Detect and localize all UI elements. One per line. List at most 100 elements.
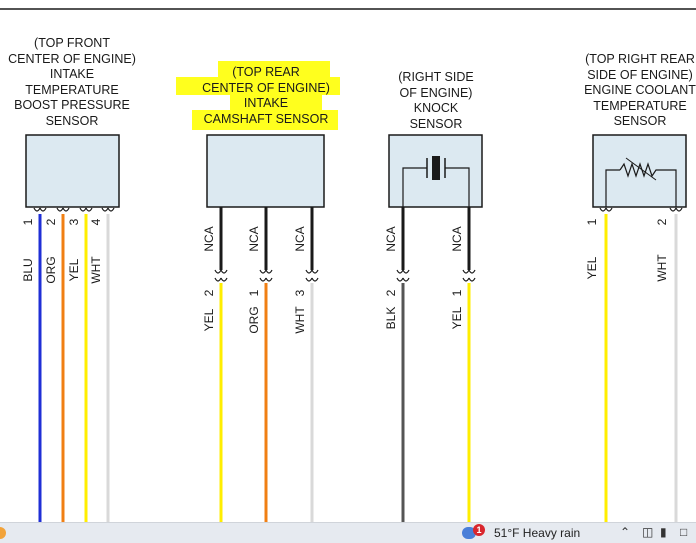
connector-arc <box>599 207 607 212</box>
weather-icon[interactable] <box>462 527 476 539</box>
title-line: TEMPERATURE <box>25 82 119 97</box>
title-highlight-3 <box>230 93 322 111</box>
title-line: INTAKE <box>49 67 95 81</box>
connector-camshaft-pin <box>259 277 273 282</box>
sensor-box-coolant <box>592 134 687 208</box>
wire-color-label: YEL <box>585 256 599 279</box>
sensor-title-camshaft: (TOP REAR CENTER OF ENGINE) INTAKE CAMSH… <box>186 65 346 127</box>
connector-arc <box>605 207 613 212</box>
title-line: SIDE OF ENGINE) <box>587 67 693 82</box>
pin-number: 2 <box>44 218 58 225</box>
connector-arc <box>402 269 410 274</box>
battery-icon[interactable]: ▮ <box>660 525 667 539</box>
title-highlight-1 <box>218 61 330 79</box>
connector-boost-pin <box>33 207 47 212</box>
title-line: BOOST PRESSURE <box>14 98 130 112</box>
connector-arc <box>107 207 115 212</box>
connector-arc <box>311 269 319 274</box>
connector-arc <box>402 277 410 282</box>
title-line: CENTER OF ENGINE) <box>202 80 330 95</box>
connector-arc <box>33 207 41 212</box>
connector-arc <box>462 277 470 282</box>
wire-color-label: BLU <box>21 258 35 281</box>
chevron-up-icon[interactable]: ⌃ <box>620 525 631 539</box>
sensor-title-boost: (TOP FRONT CENTER OF ENGINE) INTAKE TEMP… <box>0 36 144 129</box>
pin-number: 2 <box>384 289 398 296</box>
connector-arc <box>305 269 313 274</box>
connector-camshaft-pin <box>259 269 273 274</box>
pin-number: 3 <box>67 218 81 225</box>
notification-badge: 1 <box>473 524 485 536</box>
title-line: KNOCK <box>413 101 459 115</box>
connector-arc <box>311 277 319 282</box>
connector-arc <box>39 207 47 212</box>
nca-label: NCA <box>202 226 216 251</box>
connector-arc <box>265 269 273 274</box>
connector-boost-pin <box>79 207 93 212</box>
connector-arc <box>220 269 228 274</box>
title-line: INTAKE <box>243 96 289 110</box>
title-line: (RIGHT SIDE <box>398 70 474 84</box>
connector-arc <box>214 277 222 282</box>
thermistor-lead <box>605 169 620 207</box>
connector-boost-pin <box>56 207 70 212</box>
wire-color-label: WHT <box>293 306 307 334</box>
connector-coolant-pin <box>599 207 613 212</box>
sensor-title-knock: (RIGHT SIDE OF ENGINE) KNOCK SENSOR <box>376 70 496 132</box>
wire-color-label: WHT <box>655 254 669 282</box>
weather-text[interactable]: 51°F Heavy rain <box>494 526 581 540</box>
connector-knock-pin <box>396 277 410 282</box>
title-line: CENTER OF ENGINE) <box>8 51 136 66</box>
browser-icon[interactable] <box>0 527 6 539</box>
title-line: SENSOR <box>409 116 463 131</box>
connector-arc <box>56 207 64 212</box>
thermistor-arrow <box>625 157 657 181</box>
wire-color-label: BLK <box>384 307 398 330</box>
connector-arc <box>675 207 683 212</box>
wiring-diagram: 1BLU2ORG3YEL4WHTNCA2YELNCA1ORGNCA3WHTNCA… <box>0 8 696 522</box>
connector-arc <box>396 269 404 274</box>
taskbar: 1 51°F Heavy rain ⌃ ◫ ▮ □ <box>0 522 696 543</box>
wire-color-label: ORG <box>247 306 261 333</box>
connector-camshaft-pin <box>305 277 319 282</box>
pin-number: 1 <box>450 289 464 296</box>
title-line: (TOP RIGHT REAR <box>585 52 695 66</box>
connector-arc <box>468 269 476 274</box>
connector-arc <box>305 277 313 282</box>
connector-arc <box>259 277 267 282</box>
title-line: TEMPERATURE <box>593 98 687 113</box>
network-icon[interactable]: ◫ <box>642 525 654 539</box>
thermistor-icon <box>605 157 677 207</box>
title-line: (TOP FRONT <box>34 36 110 50</box>
pin-number: 4 <box>89 218 103 225</box>
connector-arc <box>79 207 87 212</box>
wire-color-label: YEL <box>202 308 216 331</box>
title-line: ENGINE COOLANT <box>584 83 696 97</box>
piezo-lead <box>445 167 470 207</box>
connector-knock-pin <box>462 269 476 274</box>
connector-camshaft-pin <box>214 269 228 274</box>
connector-arc <box>265 277 273 282</box>
pin-number: 2 <box>655 218 669 225</box>
connector-arc <box>468 277 476 282</box>
connector-camshaft-pin <box>305 269 319 274</box>
wire-color-label: YEL <box>450 306 464 329</box>
title-highlight-4 <box>192 110 338 130</box>
pin-number: 3 <box>293 289 307 296</box>
nca-label: NCA <box>293 226 307 251</box>
title-line: SENSOR <box>613 114 667 128</box>
pin-number: 1 <box>21 218 35 225</box>
nca-label: NCA <box>247 226 261 251</box>
connector-knock-pin <box>462 277 476 282</box>
connector-arc <box>396 277 404 282</box>
pin-number: 1 <box>585 218 599 225</box>
connector-arc <box>259 269 267 274</box>
connector-camshaft-pin <box>214 277 228 282</box>
pin-number: 1 <box>247 289 261 296</box>
display-icon[interactable]: □ <box>680 525 688 539</box>
connector-coolant-pin <box>669 207 683 212</box>
title-line: (TOP REAR <box>232 65 300 79</box>
connector-arc <box>220 277 228 282</box>
connector-arc <box>62 207 70 212</box>
wire-color-label: WHT <box>89 256 103 284</box>
